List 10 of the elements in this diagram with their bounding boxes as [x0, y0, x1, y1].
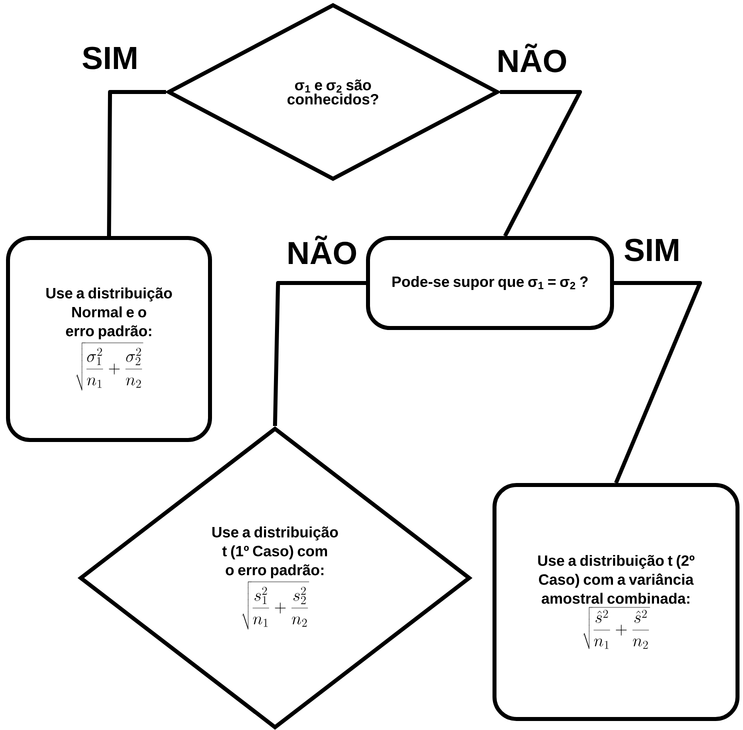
connector-line: [500, 90, 582, 237]
decision-box: Pode-se supor que σ$_{1}$ = σ$_{2}$ ?: [366, 236, 614, 330]
edge-label: NÃO: [286, 234, 358, 266]
connector-line: [273, 281, 366, 426]
edge-label: SIM: [80, 46, 140, 70]
connector-line: [107, 90, 166, 236]
connector-line: [614, 281, 702, 484]
process-box: Use a distribuição t (2º Caso) com a variância amostral combinada: $\sqrt{\frac{\hat{s}^2}{n_1}+\frac{\hat{s}^2}{n_2}}$: [492, 483, 740, 721]
process-box: Use a distribuição Normal e o erro padrão: $\sqrt{\frac{\sigma_1^2}{n_1}+\frac{\sigma_2^2}{n_2}}$: [6, 236, 212, 442]
edge-label: SIM: [622, 238, 682, 262]
